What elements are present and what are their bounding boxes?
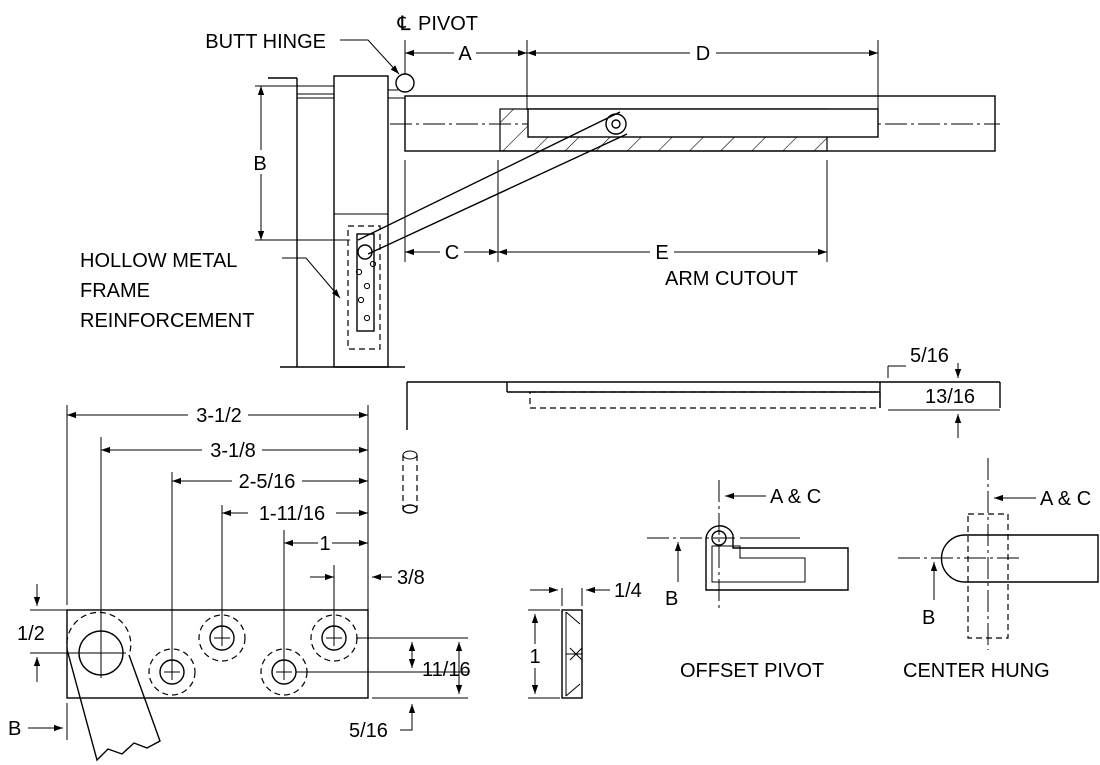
hole-2 xyxy=(198,614,246,662)
closer-body xyxy=(527,108,879,138)
pin-cylinder xyxy=(402,450,418,514)
centerline-symbol: ℄ xyxy=(397,13,411,35)
b-offset-label: B xyxy=(665,588,678,610)
dim-1-top-label: 1 xyxy=(319,533,330,555)
frame-column xyxy=(333,75,389,368)
a-and-c-offset-label: A & C xyxy=(770,486,821,508)
b-center-label: B xyxy=(922,607,935,629)
side-view: 5/16 13/16 xyxy=(402,345,1001,514)
dim-a-label: A xyxy=(458,43,472,65)
reinforcement-leader xyxy=(282,257,341,299)
dim-1-2-label: 1/2 xyxy=(17,623,45,645)
dim-3-1-2-label: 3-1/2 xyxy=(196,405,242,427)
hollow-metal-label-3: REINFORCEMENT xyxy=(80,310,254,332)
dim-d-label: D xyxy=(696,43,710,65)
offset-pivot-detail: A & C B OFFSET PIVOT xyxy=(647,480,849,682)
dim-c-label: C xyxy=(445,242,459,264)
mounting-plate-template: 3-1/2 3-1/8 2-5/16 1-11/16 1 3/8 xyxy=(8,404,471,762)
offset-pivot-title: OFFSET PIVOT xyxy=(680,660,824,682)
dim-3-1-8-label: 3-1/8 xyxy=(210,440,256,462)
dim-2-5-16-label: 2-5/16 xyxy=(239,471,296,493)
pivot-label: PIVOT xyxy=(418,13,478,35)
hollow-metal-label-2: FRAME xyxy=(80,280,150,302)
dim-13-16-label: 13/16 xyxy=(925,386,975,408)
center-hung-detail: A & C B CENTER HUNG xyxy=(898,458,1099,682)
dim-e-label: E xyxy=(655,242,668,264)
dim-3-8-label: 3/8 xyxy=(397,567,425,589)
butt-hinge-leader xyxy=(340,39,400,75)
plate-outline xyxy=(66,609,369,699)
mounting-bracket xyxy=(356,233,375,332)
b-bottom-label: B xyxy=(8,718,21,740)
center-hung-title: CENTER HUNG xyxy=(903,660,1050,682)
a-and-c-center-label: A & C xyxy=(1040,488,1091,510)
butt-hinge-label: BUTT HINGE xyxy=(205,31,326,53)
dim-5-16-top-label: 5/16 xyxy=(910,345,949,367)
pivot-circle xyxy=(395,73,415,93)
closer-body-hidden xyxy=(529,391,881,409)
top-view: ℄ PIVOT BUTT HINGE A D B C E HOLLOW META… xyxy=(80,13,1000,368)
hollow-metal-label-1: HOLLOW METAL xyxy=(80,250,237,272)
dim-11-16-label: 11/16 xyxy=(422,659,471,681)
dim-1-11-16-label: 1-11/16 xyxy=(259,503,325,525)
arm-cutout-label: ARM CUTOUT xyxy=(665,268,798,290)
dim-1-4-label: 1/4 xyxy=(614,580,642,602)
dim-1-side-label: 1 xyxy=(529,646,540,668)
hole-1 xyxy=(148,648,196,696)
arm-stub xyxy=(67,652,161,762)
frame-reinforcement xyxy=(347,225,381,350)
small-plate: 1 1/4 xyxy=(526,580,642,699)
dim-b-label: B xyxy=(253,153,266,175)
dim-5-16-bottom-label: 5/16 xyxy=(349,720,388,742)
